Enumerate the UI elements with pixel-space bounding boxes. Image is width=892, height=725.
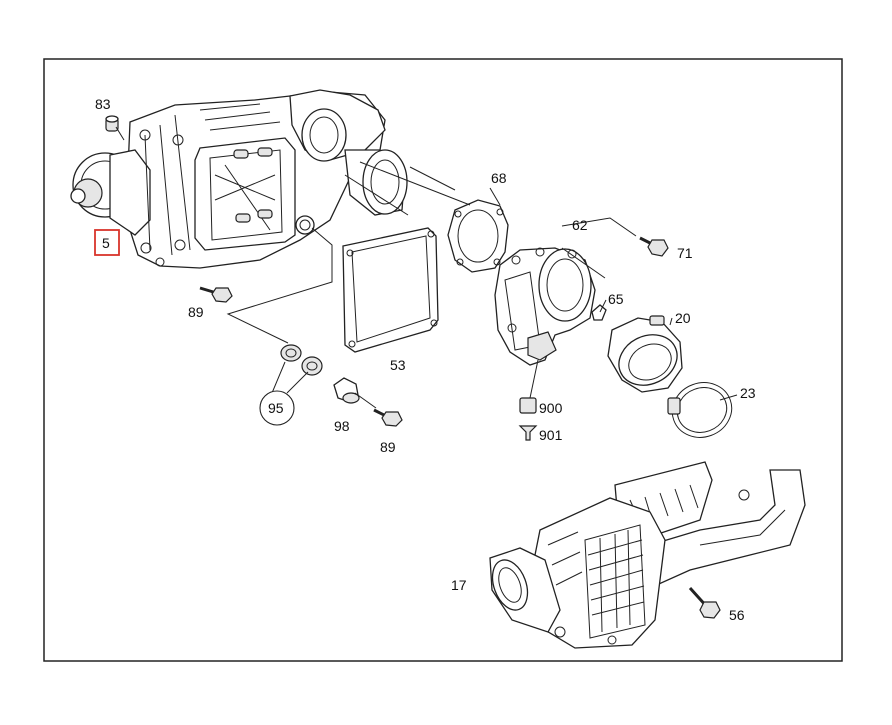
- connector-part-900[interactable]: [519, 397, 537, 414]
- callout-17[interactable]: 17: [451, 577, 467, 593]
- callout-901[interactable]: 901: [539, 427, 563, 443]
- bolt-part-89-lower[interactable]: [373, 408, 403, 427]
- callout-900[interactable]: 900: [539, 400, 563, 416]
- plug-part-83[interactable]: [105, 115, 119, 132]
- callout-71[interactable]: 71: [677, 245, 693, 261]
- coupling-part-20[interactable]: [607, 315, 685, 394]
- bolt-part-89-upper[interactable]: [199, 286, 233, 303]
- callout-89-upper[interactable]: 89: [188, 304, 204, 320]
- callout-95[interactable]: 95: [268, 400, 284, 416]
- bolt-part-56[interactable]: [688, 586, 721, 619]
- callout-circle-95: [259, 390, 295, 426]
- clamp-part-23[interactable]: [665, 374, 740, 445]
- bolt-part-71[interactable]: [639, 236, 669, 257]
- callout-98[interactable]: 98: [334, 418, 350, 434]
- callout-23[interactable]: 23: [740, 385, 756, 401]
- callout-68[interactable]: 68: [491, 170, 507, 186]
- fitting-part-65[interactable]: [591, 304, 607, 321]
- connector-part-901[interactable]: [518, 425, 538, 441]
- callout-53[interactable]: 53: [390, 357, 406, 373]
- callout-62[interactable]: 62: [572, 217, 588, 233]
- callout-5[interactable]: 5: [102, 235, 110, 251]
- bearing-part-95[interactable]: [280, 344, 323, 376]
- callout-83[interactable]: 83: [95, 96, 111, 112]
- leader-lines: [115, 126, 738, 409]
- callout-89-lower[interactable]: 89: [380, 439, 396, 455]
- highlight-box-5: [94, 229, 120, 256]
- supercharger-part[interactable]: [70, 89, 408, 269]
- gasket-part-53[interactable]: [342, 227, 439, 353]
- throttle-body-part-62[interactable]: [494, 247, 596, 366]
- supercharger-assembly-part-17[interactable]: [486, 461, 806, 649]
- callout-56[interactable]: 56: [729, 607, 745, 623]
- callout-labels: 83 5 68 62 71 89 65 20 53 95 900 901 23 …: [95, 96, 756, 623]
- gasket-part-68[interactable]: [447, 199, 509, 273]
- callout-20[interactable]: 20: [675, 310, 691, 326]
- sleeve-part-98[interactable]: [333, 377, 360, 404]
- callout-65[interactable]: 65: [608, 291, 624, 307]
